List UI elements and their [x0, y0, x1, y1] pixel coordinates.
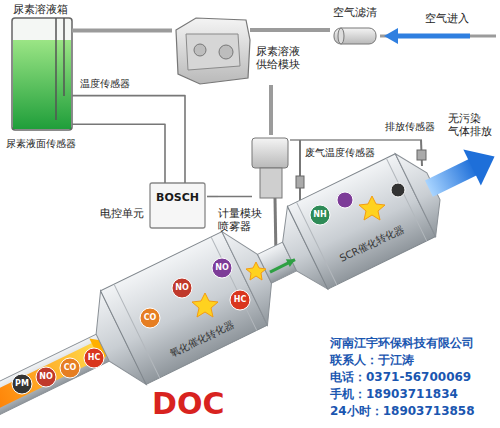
molecule-label: NO [35, 367, 57, 387]
metering-node: 计量模块 喷雾器 [218, 135, 292, 240]
sensor-wire [72, 96, 185, 183]
exhaust-pipe [0, 110, 500, 428]
air-pipe [304, 28, 330, 32]
reaction-star [246, 262, 266, 280]
molecule-label: CO [139, 308, 161, 328]
node-label: 联系人：于江涛 [330, 353, 414, 367]
doc-converter: 氧化催化转化器 [110, 250, 270, 375]
node-label: 空气滤清 [333, 6, 377, 19]
ecu-node: BOSCH 电控单元 [100, 183, 207, 228]
molecule-label: CO [59, 358, 81, 378]
flow-label: 无污染 气体排放 [448, 112, 494, 138]
flow-arrow-head [286, 259, 295, 267]
sensor-label: 废气温度传感器 [305, 147, 375, 159]
sensor-wire [72, 124, 165, 183]
node-label: 手机：18903711834 [330, 387, 458, 401]
node-label: 24小时：18903713858 [330, 404, 475, 418]
reaction-star [359, 196, 385, 220]
air-filter-node: 空气滤清 [330, 6, 380, 46]
node-label: SCR催化转化器 [338, 223, 406, 265]
flow-label: 空气进入 [425, 12, 469, 25]
molecule-label: PM [11, 374, 33, 394]
reaction-star [192, 293, 218, 317]
molecule-label: HC [83, 348, 105, 368]
big-title-label: DOC [152, 386, 224, 422]
supply-module-node: 尿素溶液 供给模块 [172, 15, 304, 85]
urea-pipe [269, 85, 273, 135]
ecu-box [150, 183, 205, 228]
node-label: 尿素溶液 供给模块 [256, 45, 302, 71]
node-label: 尿素溶液箱 [13, 3, 68, 16]
node-label: BOSCH [150, 191, 205, 204]
node-label: 氧化催化转化器 [168, 318, 236, 359]
tank-node: 尿素溶液箱 [10, 2, 72, 132]
scr-converter: SCR催化转化器 [295, 170, 432, 280]
control-wire [207, 196, 218, 198]
air-filter [334, 28, 496, 44]
sensor-label: 尿素液面传感器 [6, 138, 76, 150]
sensor-label: 排放传感器 [385, 121, 435, 133]
sensor-label: 温度传感器 [80, 78, 130, 90]
molecule-label: NH [309, 205, 331, 225]
urea-pipe [72, 29, 172, 33]
node-label: 电控单元 [100, 207, 144, 220]
molecule-label: HC [229, 290, 251, 310]
supply-module [176, 18, 304, 84]
node-label: 电话：0371-56700069 [330, 370, 471, 384]
molecule-label: NO [211, 258, 233, 278]
flow-arrow [270, 260, 295, 273]
contact-panel: 河南江宇环保科技有限公司联系人：于江涛电话：0371-56700069 手机：18… [322, 330, 500, 428]
molecule-label: NO [171, 278, 193, 298]
node-label: 计量模块 喷雾器 [218, 207, 264, 233]
urea-tank [12, 18, 72, 130]
node-label: 河南江宇环保科技有限公司 [330, 336, 474, 350]
